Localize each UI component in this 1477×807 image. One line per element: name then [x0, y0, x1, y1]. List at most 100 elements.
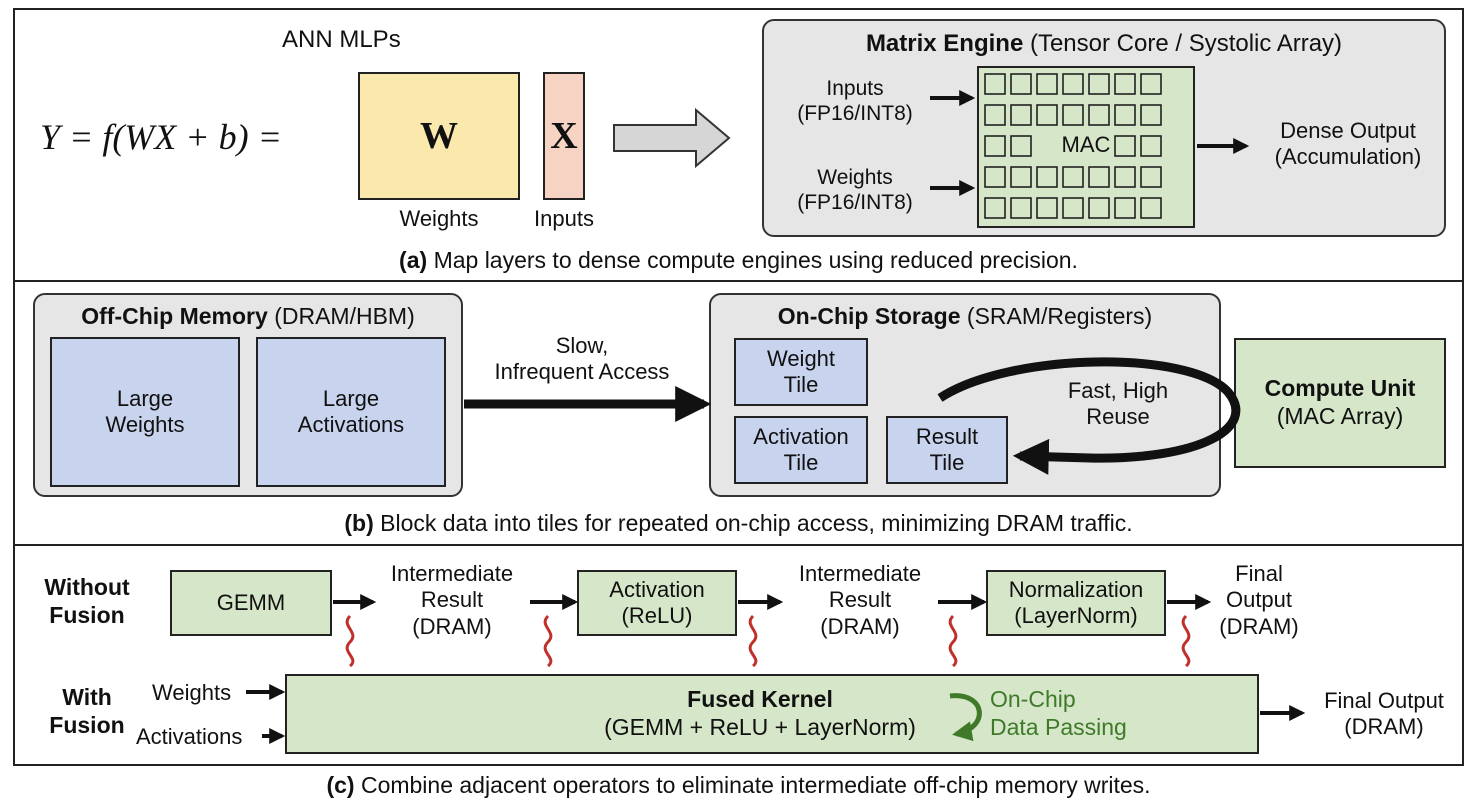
- dense-line-1: Dense Output: [1280, 118, 1416, 143]
- mac-cell: [1010, 197, 1032, 219]
- mac-cell: [1088, 197, 1110, 219]
- offchip-title: Off-Chip Memory (DRAM/HBM): [33, 303, 463, 330]
- mac-cell: [984, 104, 1006, 126]
- reuse-loop-arrow: [937, 357, 1241, 475]
- dram-squiggle-3: [748, 614, 758, 668]
- gemm-box: GEMM: [170, 570, 332, 636]
- mac-label: MAC: [1046, 132, 1126, 159]
- x-symbol: X: [550, 115, 578, 157]
- large-weights-line-2: Weights: [105, 412, 185, 437]
- caption-c: (c) Combine adjacent operators to elimin…: [13, 772, 1464, 799]
- with-line-1: With: [62, 684, 112, 710]
- inter2-line-2: Result: [828, 587, 892, 613]
- inputs-precision-label: Inputs (FP16/INT8): [780, 76, 930, 126]
- compute-unit-sub: (MAC Array): [1276, 403, 1404, 429]
- caption-b-bold: (b): [344, 510, 374, 536]
- mac-cell: [1140, 166, 1162, 188]
- large-weights-block: Large Weights: [50, 337, 240, 487]
- intermediate-2-label: Intermediate Result (DRAM): [778, 561, 942, 640]
- with-line-2: Fusion: [49, 711, 125, 738]
- inputs-label: Inputs: [534, 206, 594, 231]
- mac-cell: [1036, 166, 1058, 188]
- offchip-title-bold: Off-Chip Memory: [81, 303, 268, 329]
- mac-cell: [984, 73, 1006, 95]
- caption-a-bold: (a): [399, 247, 428, 273]
- result-tile-line-2: Tile: [929, 450, 965, 475]
- mac-cell: [1010, 135, 1032, 157]
- mac-cell: [1140, 135, 1162, 157]
- mac-cell: [1114, 135, 1136, 157]
- act-line-1: Activation: [609, 576, 705, 602]
- fused-kernel-title: Fused Kernel: [687, 686, 833, 712]
- caption-b: (b) Block data into tiles for repeated o…: [13, 510, 1464, 537]
- final-output-fused-label: Final Output (DRAM): [1306, 688, 1462, 741]
- onchip-passing-label: On-Chip Data Passing: [990, 686, 1127, 741]
- act-tile-line-2: Tile: [783, 450, 819, 475]
- mac-cell: [1140, 73, 1162, 95]
- act-line-2: (ReLU): [621, 603, 693, 628]
- offchip-title-rest: (DRAM/HBM): [274, 303, 415, 329]
- act-tile-line-1: Activation: [753, 423, 849, 449]
- final-line-1: Final: [1235, 561, 1283, 586]
- mac-cell: [984, 166, 1006, 188]
- mac-cell: [1010, 73, 1032, 95]
- inputs-line-2: (FP16/INT8): [797, 102, 913, 126]
- mac-cell: [1114, 104, 1136, 126]
- activations-input-label: Activations: [136, 724, 243, 749]
- dense-output-label: Dense Output (Accumulation): [1250, 118, 1446, 171]
- fused-kernel-sub: (GEMM + ReLU + LayerNorm): [604, 713, 916, 740]
- inputs-vector: X: [543, 72, 585, 200]
- dram-squiggle-4: [948, 614, 958, 668]
- with-fusion-label: With Fusion: [28, 684, 146, 739]
- fused-kernel-label: Fused Kernel (GEMM + ReLU + LayerNorm): [560, 686, 960, 741]
- weights-input-label: Weights: [152, 680, 232, 705]
- result-tile-line-1: Result: [915, 423, 979, 449]
- mac-cell: [1140, 197, 1162, 219]
- weight-tile-line-2: Tile: [783, 372, 819, 397]
- inputs-line-1: Inputs: [826, 77, 884, 100]
- mac-cell: [1140, 104, 1162, 126]
- weights-matrix: W: [358, 72, 520, 200]
- final-line-3: (DRAM): [1219, 613, 1299, 639]
- norm-line-1: Normalization: [1008, 576, 1144, 602]
- mac-cell: [984, 135, 1006, 157]
- mac-cell: [1062, 73, 1084, 95]
- matrix-engine-title-rest: (Tensor Core / Systolic Array): [1029, 30, 1343, 57]
- norm-line-2: (LayerNorm): [1014, 603, 1138, 628]
- mac-cell: [1088, 73, 1110, 95]
- without-line-1: Without: [44, 574, 130, 600]
- matrix-engine-title: Matrix Engine (Tensor Core / Systolic Ar…: [762, 30, 1446, 58]
- activation-tile: Activation Tile: [734, 416, 868, 484]
- caption-a: (a) Map layers to dense compute engines …: [13, 247, 1464, 274]
- mac-cell: [1114, 73, 1136, 95]
- weights-precision-label: Weights (FP16/INT8): [780, 165, 930, 215]
- fast-line-2: Reuse: [1086, 404, 1150, 430]
- without-line-2: Fusion: [49, 601, 125, 628]
- final-output-label: Final Output (DRAM): [1204, 561, 1314, 640]
- dense-line-2: (Accumulation): [1274, 144, 1422, 170]
- fast-line-1: Fast, High: [1067, 378, 1169, 403]
- inter1-line-3: (DRAM): [412, 613, 492, 639]
- mac-cell: [1114, 197, 1136, 219]
- onchip-curl-icon: [949, 693, 982, 742]
- onchip-title-bold: On-Chip Storage: [777, 303, 961, 329]
- weights-label: Weights: [399, 206, 479, 231]
- normalization-box: Normalization (LayerNorm): [986, 570, 1166, 636]
- caption-c-text: Combine adjacent operators to eliminate …: [360, 772, 1151, 798]
- inter2-line-1: Intermediate: [798, 561, 922, 586]
- onchip-passing-line-1: On-Chip: [990, 686, 1076, 712]
- slow-line-1: Slow,: [555, 333, 609, 358]
- slow-line-2: Infrequent Access: [494, 359, 670, 385]
- mac-cell: [1010, 104, 1032, 126]
- mac-cell: [1088, 166, 1110, 188]
- final-line-2: Output: [1225, 587, 1293, 613]
- inter1-line-2: Result: [420, 587, 484, 613]
- final-out-line-1: Final Output: [1324, 688, 1444, 713]
- mac-cell: [1062, 166, 1084, 188]
- result-tile: Result Tile: [886, 416, 1008, 484]
- inter1-line-1: Intermediate: [390, 561, 514, 586]
- weight-tile-line-1: Weight: [766, 345, 836, 371]
- mac-cell: [1062, 104, 1084, 126]
- w-symbol: W: [420, 115, 458, 157]
- large-weights-line-1: Large: [116, 385, 174, 411]
